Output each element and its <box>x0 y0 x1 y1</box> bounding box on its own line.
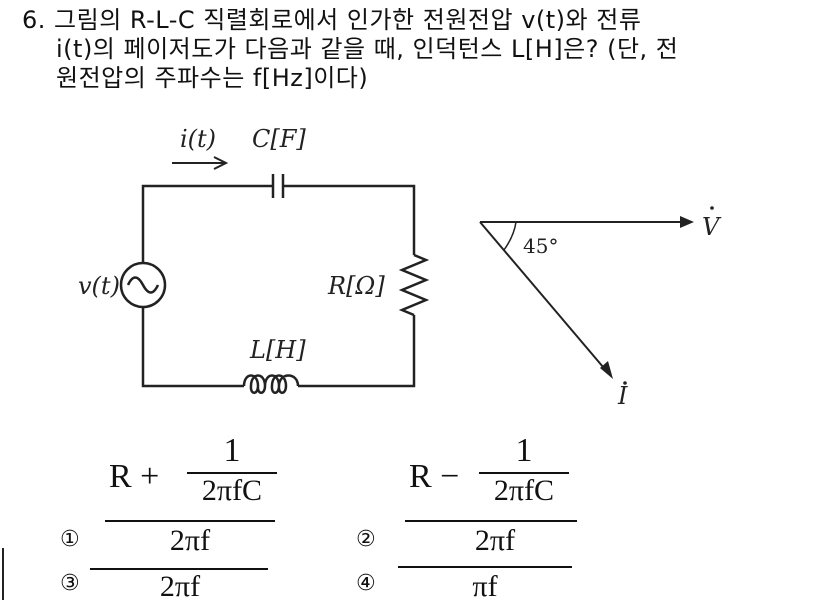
circuit-diagram <box>119 156 430 394</box>
angle-arc <box>503 221 517 251</box>
option-4-denominator: πf <box>472 570 498 603</box>
inductor-icon <box>242 374 300 394</box>
option-2-fraction-bar <box>405 520 577 522</box>
option-4-marker[interactable]: ④ <box>356 571 376 596</box>
option-2-denominator: 2πf <box>474 524 516 557</box>
current-dot <box>623 381 627 385</box>
capacitor-label: C[F] <box>252 125 306 153</box>
question-text: 6. 그림의 R-L-C 직렬회로에서 인가한 전원전압 v(t)와 전류 i(… <box>22 6 678 93</box>
question-line-2: i(t)의 페이저도가 다음과 같을 때, 인덕턴스 L[H]은? (단, 전 <box>56 35 679 63</box>
current-label: i(t) <box>180 125 216 153</box>
question-number: 6. <box>22 6 46 34</box>
current-phasor-label: I <box>617 382 628 410</box>
option-2-inner-numerator: 1 <box>515 432 533 469</box>
voltage-arrowhead <box>680 216 694 228</box>
current-arrow-icon <box>172 156 229 170</box>
circuit-wire <box>141 184 416 388</box>
angle-label: 45° <box>523 234 558 258</box>
option-2-marker[interactable]: ② <box>356 527 376 552</box>
option-4-fraction-bar <box>398 566 572 568</box>
option-1-fraction-bar <box>105 520 275 522</box>
phasor-diagram <box>479 206 714 385</box>
current-phasor-arrow <box>479 221 610 375</box>
voltage-dot <box>710 206 714 210</box>
option-3-fraction-bar <box>90 568 268 570</box>
option-1-inner-bar <box>187 472 277 474</box>
option-2-inner-bar <box>479 472 569 474</box>
source-label: v(t) <box>78 272 120 300</box>
sine-wave-icon <box>126 276 160 294</box>
option-1-lead: R + <box>109 458 160 495</box>
question-line-1: 6. 그림의 R-L-C 직렬회로에서 인가한 전원전압 v(t)와 전류 <box>22 6 678 35</box>
current-arrowhead <box>600 361 613 379</box>
inductor-label: L[H] <box>249 336 306 364</box>
option-1-denominator: 2πf <box>169 524 211 557</box>
resistor-label: R[Ω] <box>327 272 385 300</box>
option-2-inner-denominator: 2πfC <box>493 474 555 507</box>
question-line-1-text: 그림의 R-L-C 직렬회로에서 인가한 전원전압 v(t)와 전류 <box>54 6 642 34</box>
option-1-inner-denominator: 2πfC <box>201 474 263 507</box>
option-1-marker[interactable]: ① <box>60 527 80 552</box>
option-3-marker[interactable]: ③ <box>60 571 80 596</box>
voltage-phasor-label: V <box>702 213 722 241</box>
ac-source-icon <box>119 261 167 309</box>
option-2-lead: R − <box>409 458 460 495</box>
option-3-denominator: 2πf <box>159 570 201 603</box>
resistor-icon <box>398 253 430 317</box>
option-1-inner-numerator: 1 <box>223 432 241 469</box>
question-line-3: 원전압의 주파수는 f[Hz]이다) <box>56 64 369 92</box>
